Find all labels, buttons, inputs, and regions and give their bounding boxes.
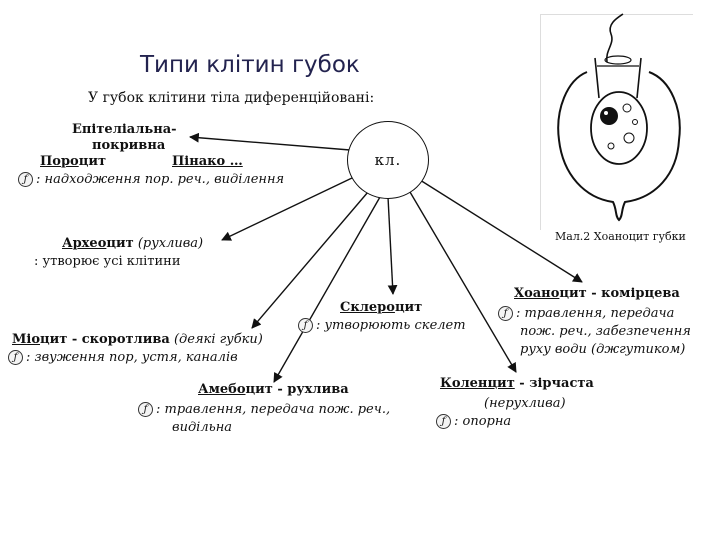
arrow-to-myocyte <box>251 191 369 329</box>
diagram-title: Типи клітин губок <box>140 52 360 78</box>
arrow-to-collencyte <box>409 191 517 373</box>
myocyte-suffix: цит - скоротлива <box>40 332 170 347</box>
archeocyte-desc: (рухлива) <box>133 236 204 251</box>
choanocyte-function-line2: пож. реч., забезпечення <box>520 324 691 339</box>
function-icon: ƒ <box>436 414 451 429</box>
archeocyte-suffix: цит <box>106 236 134 251</box>
myocyte-function: ƒ: звуження пор, устя, каналів <box>8 350 238 365</box>
epithelial-function-text: : надходження пор. реч., виділення <box>36 172 285 187</box>
myocyte-function-text: : звуження пор, устя, каналів <box>26 350 238 365</box>
porocyte-label: Пороцит <box>40 154 106 169</box>
myocyte-root: Міо <box>12 332 40 347</box>
amoebocyte-label: Амебоцит - рухлива <box>198 382 349 397</box>
choanocyte-function: ƒ: травлення, передача <box>498 306 674 321</box>
sclerocyte-root: Склеро <box>340 300 395 315</box>
collencyte-suffix: - зірчаста <box>514 376 594 391</box>
archeocyte-function: : утворює усі клітини <box>34 254 181 269</box>
choanocyte-root: Хоано <box>514 286 560 301</box>
arrow-to-choanocyte <box>419 179 583 283</box>
porocyte-root: Поро <box>40 154 79 169</box>
arrow-to-epithelial <box>189 132 351 151</box>
collencyte-desc: (нерухлива) <box>484 396 566 411</box>
archeocyte-label: Археоцит (рухлива) <box>62 236 203 251</box>
amoebocyte-function: ƒ: травлення, передача пож. реч., <box>138 402 390 417</box>
porocyte-suffix: цит <box>78 154 107 169</box>
arrow-to-archeocyte <box>221 177 353 241</box>
collencyte-root: Коленцит <box>440 376 515 391</box>
arrow-to-amoebocyte <box>273 196 381 383</box>
amoebocyte-suffix: цит - рухлива <box>245 382 349 397</box>
function-icon: ƒ <box>498 306 513 321</box>
sclerocyte-function: ƒ: утворюють скелет <box>298 318 466 333</box>
diagram-subtitle: У губок клітини тіла диференційовані: <box>88 90 375 106</box>
sclerocyte-function-text: : утворюють скелет <box>316 318 466 333</box>
pinacocyte-label: Пінако … <box>172 154 243 169</box>
sclerocyte-label: Склероцит <box>340 300 422 315</box>
illustration-frame <box>540 14 693 230</box>
myocyte-label: Міоцит - скоротлива (деякі губки) <box>12 332 263 347</box>
center-label: кл. <box>374 151 402 169</box>
choanocyte-function-line1: : травлення, передача <box>516 306 675 321</box>
function-icon: ƒ <box>8 350 23 365</box>
function-icon: ƒ <box>298 318 313 333</box>
choanocyte-label: Хоаноцит - комірцева <box>514 286 680 301</box>
choanocyte-function-line3: руху води (джгутиком) <box>520 342 686 357</box>
collencyte-function: ƒ: опорна <box>436 414 511 429</box>
collencyte-function-text: : опорна <box>454 414 512 429</box>
amoebocyte-function-line2: видільна <box>172 420 233 435</box>
amoebocyte-root: Амебо <box>198 382 246 397</box>
myocyte-desc: (деякі губки) <box>169 332 263 347</box>
collencyte-label: Коленцит - зірчаста <box>440 376 594 391</box>
function-icon: ƒ <box>138 402 153 417</box>
illustration-caption: Мал.2 Хоаноцит губки <box>555 230 686 243</box>
cells-center-node: кл. <box>347 121 429 199</box>
arrow-to-sclerocyte <box>387 196 398 295</box>
archeocyte-root: Архео <box>62 236 107 251</box>
epithelial-line1: Епітеліальна- <box>72 122 177 137</box>
function-icon: ƒ <box>18 172 33 187</box>
sclerocyte-suffix: цит <box>394 300 423 315</box>
epithelial-function: ƒ: надходження пор. реч., виділення <box>18 172 284 187</box>
choanocyte-illustration <box>557 13 681 222</box>
amoebocyte-function-line1: : травлення, передача пож. реч., <box>156 402 391 417</box>
choanocyte-suffix: цит - комірцева <box>559 286 680 301</box>
epithelial-line2: покривна <box>92 138 166 153</box>
